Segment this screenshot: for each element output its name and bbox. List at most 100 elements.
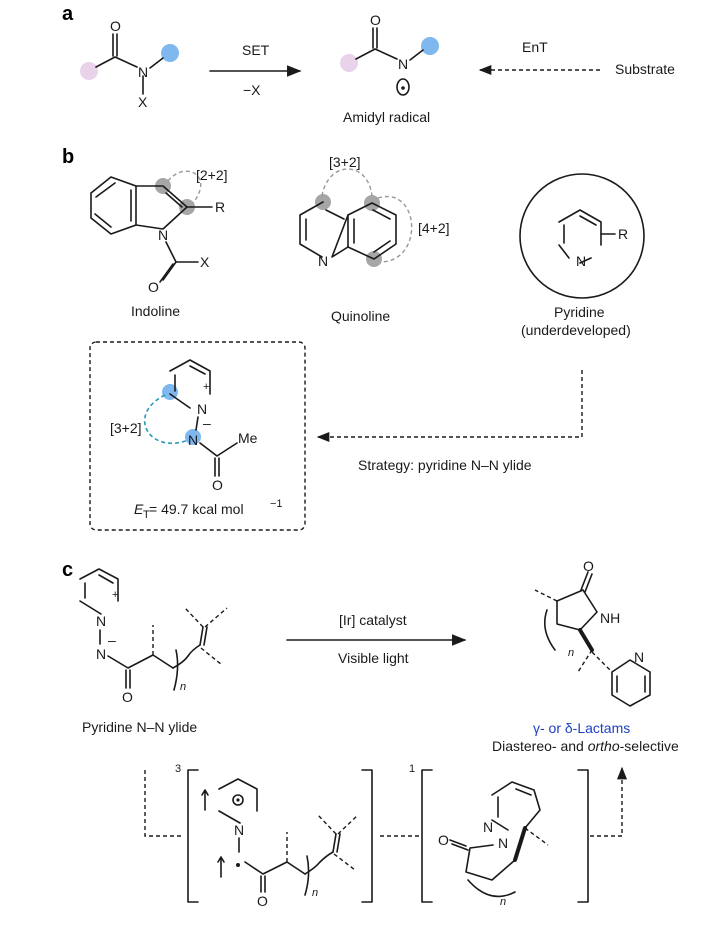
nitrogen-radical-dot <box>236 863 240 867</box>
cyclo-3-2-arc <box>321 168 373 197</box>
carbonyl-oxygen: O <box>257 893 268 909</box>
chain-bracket <box>173 649 179 691</box>
leaving-group-x: X <box>138 94 148 110</box>
ylide-name: Pyridine N–N ylide <box>82 719 197 735</box>
amide-precursor: O N X <box>80 18 179 110</box>
triplet-energy-value: = 49.7 kcal mol <box>149 501 244 517</box>
pyridine-note: (underdeveloped) <box>521 322 631 338</box>
triplet-energy-subscript: T <box>143 509 150 521</box>
selectivity-ortho: ortho <box>588 738 620 754</box>
highlight-circle <box>519 173 645 299</box>
cyclo-4-2-arc <box>377 195 413 263</box>
singlet-multiplicity: 1 <box>409 763 415 775</box>
lactams-label: γ- or δ-Lactams <box>533 720 630 736</box>
chain-length-n: n <box>180 681 186 693</box>
connector-right <box>590 766 628 837</box>
pyridinium-nitrogen: N <box>197 401 207 417</box>
lactam-nh: NH <box>600 610 620 626</box>
indoline-structure: [2+2] R N O X <box>90 167 228 295</box>
strategy-arrow <box>316 370 583 443</box>
light-label: Visible light <box>338 650 409 666</box>
lactam-oxygen: O <box>583 558 594 574</box>
triplet-intermediate: 3 N O n <box>175 763 373 909</box>
ring-radical-dot <box>236 798 240 802</box>
cyclo-3-2-box-label: [3+2] <box>110 420 142 436</box>
ent-label: EnT <box>522 39 548 55</box>
lactam-product-structure: O NH n N <box>534 558 651 707</box>
radical-dot <box>401 86 405 90</box>
amide-nitrogen: N <box>138 64 148 80</box>
carbonyl-oxygen: O <box>370 12 381 28</box>
quinoline-structure: [3+2] [4+2] N <box>299 154 450 269</box>
triplet-multiplicity: 3 <box>175 763 181 775</box>
panel-c: c + N N – O n Pyridine N–N ylide [Ir] ca… <box>62 558 679 909</box>
strategy-label: Strategy: pyridine N–N ylide <box>358 457 532 473</box>
cyclo-3-2-teal-arc <box>143 394 189 445</box>
ring-radical-orbital <box>232 794 244 806</box>
acyl-oxygen: O <box>212 477 223 493</box>
blue-substituent-dot <box>161 44 179 62</box>
indoline-nitrogen: N <box>158 227 168 243</box>
ring-size-n: n <box>500 896 506 908</box>
minus-x-label: −X <box>243 82 261 98</box>
pink-substituent-dot <box>340 54 358 72</box>
lactam-oxygen: O <box>438 832 449 848</box>
quinoline-nitrogen: N <box>318 253 328 269</box>
spin-up-arrow <box>201 789 209 811</box>
pyridinium-nitrogen: N <box>96 613 106 629</box>
chain-length-n: n <box>312 887 318 899</box>
pyridine-nitrogen: N <box>576 253 586 269</box>
indoline-name: Indoline <box>131 303 180 319</box>
spin-up-arrow <box>217 856 225 878</box>
quinoline-name: Quinoline <box>331 308 390 324</box>
amidyl-radical-structure: O N <box>340 12 439 96</box>
ylide-nitrogen: N <box>188 432 198 448</box>
pyridine-nitrogen: N <box>483 819 493 835</box>
indoline-x: X <box>200 254 210 270</box>
pyridinium-plus: + <box>203 381 209 393</box>
pyridinium-nitrogen: N <box>234 822 244 838</box>
singlet-intermediate: 1 N N O n <box>409 763 589 908</box>
pyridinium-ylide-structure: [3+2] + N N – Me O <box>110 359 258 493</box>
ylide-dashed-box <box>89 341 306 531</box>
ring-size-n: n <box>568 647 574 659</box>
panel-a: a O N X SET −X O N Amidy <box>62 3 675 125</box>
radical-orbital <box>396 78 410 96</box>
panel-b-label: b <box>62 146 74 168</box>
blue-reactive-site <box>185 429 201 445</box>
triplet-energy-unit-exponent: −1 <box>270 498 283 510</box>
ylide-minus-charge: – <box>203 415 211 431</box>
pink-substituent-dot <box>80 62 98 80</box>
indoline-r-group: R <box>215 199 225 215</box>
amidyl-nitrogen: N <box>398 56 408 72</box>
cyclo-2-2-label: [2+2] <box>196 167 228 183</box>
cyclo-2-2-arc <box>167 170 202 204</box>
pyridyl-nitrogen: N <box>634 649 644 665</box>
connector-left <box>144 770 183 837</box>
selectivity-prefix: Diastereo- and <box>492 738 588 754</box>
pyridine-name: Pyridine <box>554 304 605 320</box>
substrate-label: Substrate <box>615 61 675 77</box>
panel-b: b [2+2] R N O X Indoline <box>62 146 645 531</box>
hydrazide-nitrogen: N <box>498 835 508 851</box>
cyclo-4-2-label: [4+2] <box>418 220 450 236</box>
cyclo-3-2-label: [3+2] <box>329 154 361 170</box>
carbonyl-oxygen: O <box>122 689 133 705</box>
ylide-substrate-structure: + N N – O n <box>79 568 228 705</box>
ring-bracket <box>544 609 556 651</box>
ylide-nitrogen: N <box>96 646 106 662</box>
methyl-group: Me <box>238 430 258 446</box>
pyridine-r-group: R <box>618 226 628 242</box>
panel-c-label: c <box>62 559 73 581</box>
pyridine-structure: R N <box>519 173 645 299</box>
panel-a-label: a <box>62 3 74 25</box>
catalyst-label: [Ir] catalyst <box>339 612 407 628</box>
indoline-oxygen: O <box>148 279 159 295</box>
blue-substituent-dot <box>421 37 439 55</box>
ylide-minus-charge: – <box>108 632 116 648</box>
selectivity-suffix: -selective <box>620 738 679 754</box>
selectivity-label: Diastereo- and ortho-selective <box>492 738 679 754</box>
pyridinium-plus: + <box>112 589 118 601</box>
amidyl-radical-label: Amidyl radical <box>343 109 430 125</box>
